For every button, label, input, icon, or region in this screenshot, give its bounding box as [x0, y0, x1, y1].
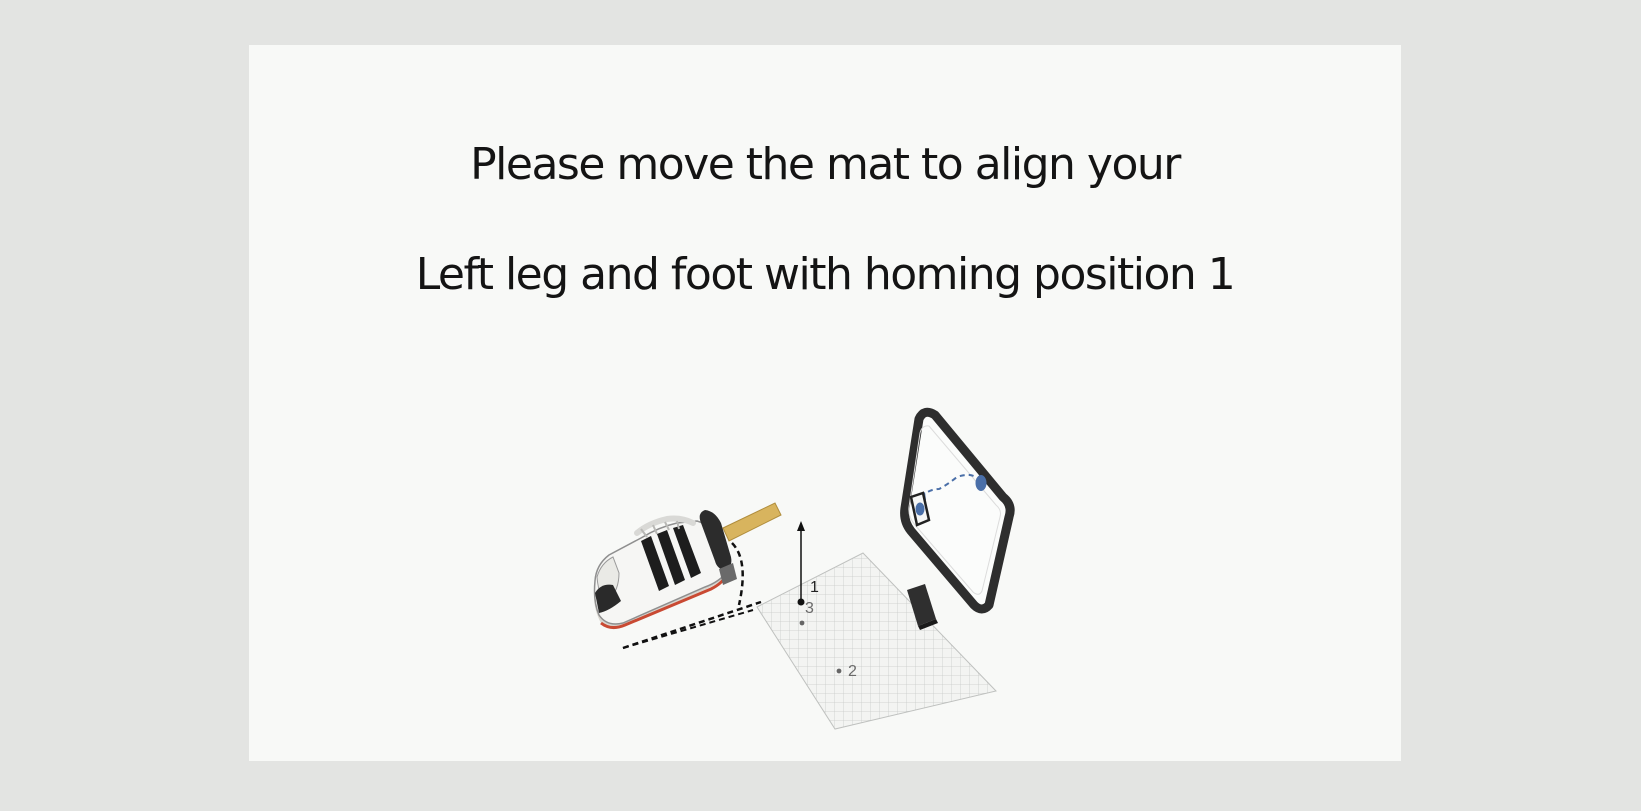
- homing-position-2: 2: [836, 663, 857, 680]
- sensor-box: [907, 584, 938, 630]
- homing-position-3: 3: [799, 600, 814, 626]
- grid-mat: [756, 552, 997, 730]
- homing-position-1-label: 1: [810, 579, 819, 596]
- svg-text:3: 3: [805, 600, 814, 617]
- homing-illustration: 3 2: [593, 407, 1015, 730]
- target-marker: [975, 475, 987, 491]
- svg-text:2: 2: [848, 663, 857, 680]
- instruction-line-1: Please move the mat to align your: [470, 139, 1181, 190]
- instruction-line-2: Left leg and foot with homing position 1: [415, 249, 1236, 300]
- shoe-illustration: [593, 502, 782, 630]
- alignment-guides: 1: [622, 521, 819, 650]
- display-screen: [900, 407, 1015, 614]
- cursor-marker: [909, 491, 931, 527]
- instruction-slide: Please move the mat to align your Left l…: [249, 45, 1401, 761]
